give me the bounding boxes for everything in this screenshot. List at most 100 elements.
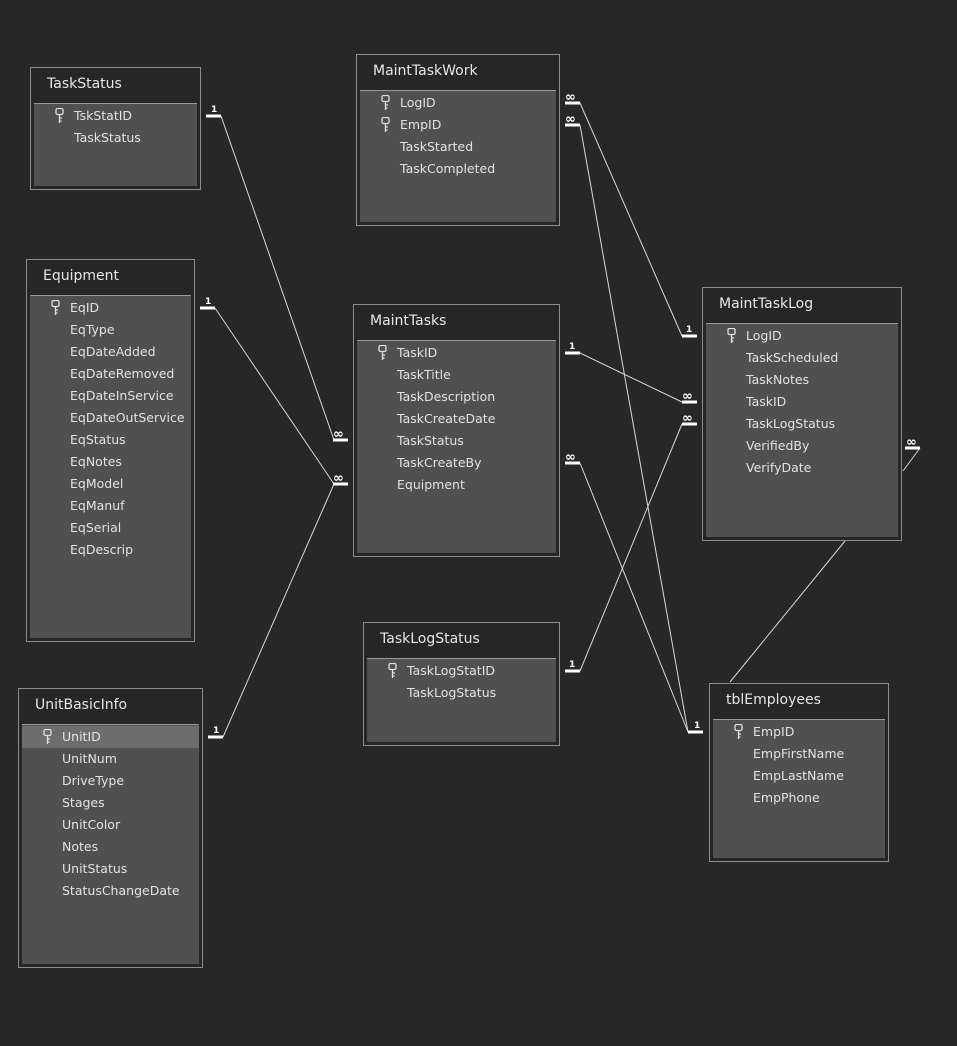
field-row[interactable]: TaskLogStatus [706,413,898,435]
relationship-line [902,447,921,472]
field-row[interactable]: TaskID [706,391,898,413]
field-name: UnitStatus [62,861,128,876]
field-row[interactable]: EqModel [30,473,191,495]
field-row[interactable]: EqDateAdded [30,341,191,363]
table-title: UnitBasicInfo [35,697,128,713]
field-row[interactable]: TaskDescription [357,386,556,408]
table-title: MaintTaskLog [719,296,814,312]
field-name: EqDateAdded [70,344,156,359]
cardinality-one: 1 [211,105,217,115]
field-row[interactable]: LogID [360,92,556,114]
field-name: TaskNotes [746,372,810,387]
field-list: LogID EmpID TaskStarted TaskCompleted [360,90,556,222]
cardinality-many: ∞ [333,471,344,486]
field-list: TaskLogStatID TaskLogStatus [367,658,556,742]
field-name: EqNotes [70,454,122,469]
field-row[interactable]: EqDateRemoved [30,363,191,385]
field-row[interactable]: Stages [22,792,199,814]
field-row[interactable]: TaskCreateBy [357,452,556,474]
field-name: EqStatus [70,432,126,447]
field-name: EqID [70,300,100,315]
field-row[interactable]: EqManuf [30,495,191,517]
field-row[interactable]: EqID [30,297,191,319]
field-list: EmpID EmpFirstName EmpLastName EmpPhone [713,719,885,858]
field-row[interactable]: UnitStatus [22,858,199,880]
field-list: EqID EqType EqDateAdded EqDateRemoved Eq… [30,295,191,638]
field-row[interactable]: EqSerial [30,517,191,539]
field-list: UnitID UnitNum DriveType Stages UnitColo… [22,724,199,964]
table-mainttasks[interactable]: MaintTasks TaskID TaskTitle TaskDescript… [353,304,560,557]
field-name: DriveType [62,773,125,788]
field-name: TaskCreateBy [397,455,482,470]
field-name: LogID [400,95,436,110]
field-row[interactable]: EqDateInService [30,385,191,407]
cardinality-many: ∞ [333,427,344,442]
field-row[interactable]: LogID [706,325,898,347]
table-mainttaskwork[interactable]: MaintTaskWork LogID EmpID TaskStarted Ta… [356,54,560,226]
field-row[interactable]: EmpID [360,114,556,136]
field-row-selected[interactable]: UnitID [22,726,199,748]
field-row[interactable]: VerifyDate [706,457,898,479]
field-list: TskStatID TaskStatus [34,103,197,186]
field-row[interactable]: EqDateOutService [30,407,191,429]
field-row[interactable]: TaskStarted [360,136,556,158]
field-row[interactable]: EmpLastName [713,765,885,787]
field-row[interactable]: EmpID [713,721,885,743]
field-row[interactable]: TaskLogStatID [367,660,556,682]
field-name: TaskDescription [397,389,496,404]
field-row[interactable]: EmpPhone [713,787,885,809]
field-row[interactable]: TskStatID [34,105,197,127]
field-row[interactable]: UnitNum [22,748,199,770]
field-row[interactable]: EqDescrip [30,539,191,561]
table-unitbasicinfo[interactable]: UnitBasicInfo UnitID UnitNum DriveType S… [18,688,203,968]
relationship-line [579,423,683,672]
cardinality-many: ∞ [565,112,576,127]
cardinality-many: ∞ [565,90,576,105]
field-row[interactable]: TaskScheduled [706,347,898,369]
key-icon [55,108,64,123]
field-row[interactable]: EqType [30,319,191,341]
field-name: TaskLogStatus [407,685,497,700]
table-equipment[interactable]: Equipment EqID EqType EqDateAdded EqDate… [26,259,195,642]
field-row[interactable]: Notes [22,836,199,858]
relationship-line [220,115,335,441]
relationship-line [579,124,689,733]
field-row[interactable]: Equipment [357,474,556,496]
field-row[interactable]: VerifiedBy [706,435,898,457]
relationship-line [222,483,335,738]
field-name: EqDateRemoved [70,366,175,381]
field-name: TaskLogStatID [407,663,496,678]
cardinality-many: ∞ [682,389,693,404]
field-name: VerifyDate [746,460,812,475]
field-row[interactable]: EqStatus [30,429,191,451]
field-row[interactable]: DriveType [22,770,199,792]
table-tblemployees[interactable]: tblEmployees EmpID EmpFirstName EmpLastN… [709,683,889,862]
field-row[interactable]: TaskCompleted [360,158,556,180]
field-name: Notes [62,839,99,854]
table-taskstatus[interactable]: TaskStatus TskStatID TaskStatus [30,67,201,190]
field-row[interactable]: TaskStatus [357,430,556,452]
cardinality-one: 1 [205,297,211,307]
field-name: EmpFirstName [753,746,845,761]
table-mainttasklog[interactable]: MaintTaskLog LogID TaskScheduled TaskNot… [702,287,902,541]
field-row[interactable]: UnitColor [22,814,199,836]
field-row[interactable]: TaskStatus [34,127,197,149]
field-name: Stages [62,795,105,810]
table-title: TaskStatus [47,76,122,92]
field-name: TaskStatus [397,433,464,448]
field-row[interactable]: StatusChangeDate [22,880,199,902]
field-name: EmpLastName [753,768,844,783]
field-name: EmpPhone [753,790,820,805]
field-name: EqDateOutService [70,410,185,425]
field-row[interactable]: EqNotes [30,451,191,473]
table-title: Equipment [43,268,119,284]
field-row[interactable]: TaskCreateDate [357,408,556,430]
field-row[interactable]: TaskID [357,342,556,364]
field-name: TaskLogStatus [746,416,836,431]
field-row[interactable]: TaskNotes [706,369,898,391]
field-row[interactable]: EmpFirstName [713,743,885,765]
field-row[interactable]: TaskTitle [357,364,556,386]
table-tasklogstatus[interactable]: TaskLogStatus TaskLogStatID TaskLogStatu… [363,622,560,746]
field-row[interactable]: TaskLogStatus [367,682,556,704]
